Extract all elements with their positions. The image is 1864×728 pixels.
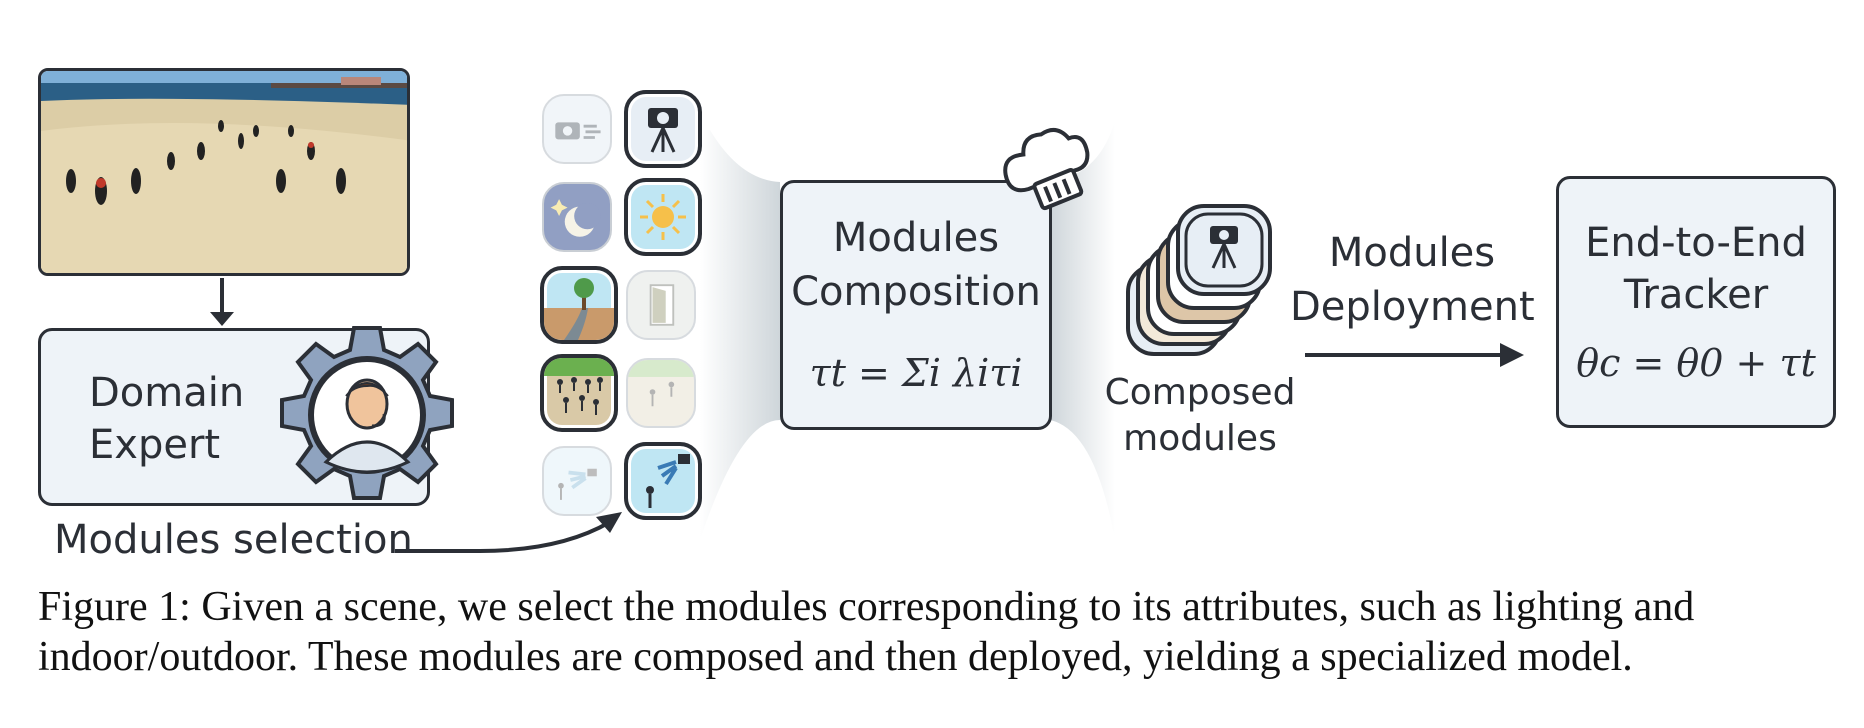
module-grid — [540, 90, 710, 520]
domain-expert-label: Domain Expert — [89, 370, 245, 468]
night-icon[interactable] — [542, 182, 612, 252]
deployment-label: Modules Deployment — [1290, 230, 1535, 330]
scene-image — [38, 68, 410, 276]
crowded-icon[interactable] — [540, 354, 618, 432]
composition-box: Modules Composition τt = Σi λiτi — [780, 180, 1052, 430]
indoor-icon[interactable] — [626, 270, 696, 340]
modules-selection-label: Modules selection — [54, 517, 413, 563]
outdoor-icon[interactable] — [540, 266, 618, 344]
day-icon[interactable] — [624, 178, 702, 256]
tracker-title: End-to-End Tracker — [1585, 220, 1807, 318]
composed-modules-label: Composed modules — [1104, 372, 1296, 459]
camera-moving-icon[interactable] — [542, 94, 612, 164]
tracker-formula: θc = θ0 + τt — [1576, 341, 1816, 385]
tracker-box: End-to-End Tracker θc = θ0 + τt — [1556, 176, 1836, 428]
sparse-icon[interactable] — [626, 358, 696, 428]
figure-caption: Figure 1: Given a scene, we select the m… — [38, 584, 1695, 680]
composition-title: Modules Composition — [791, 215, 1041, 315]
funnel-left — [700, 130, 780, 540]
camera-static-icon[interactable] — [624, 90, 702, 168]
camera-close-icon[interactable] — [624, 442, 702, 520]
funnel-right — [1050, 120, 1115, 540]
camera-far-icon[interactable] — [542, 446, 612, 516]
expert-gear-icon — [274, 322, 460, 508]
composition-formula: τt = Σi λiτi — [809, 351, 1023, 395]
chef-hat-icon — [995, 120, 1105, 230]
composed-modules-stack-icon — [1120, 198, 1280, 358]
